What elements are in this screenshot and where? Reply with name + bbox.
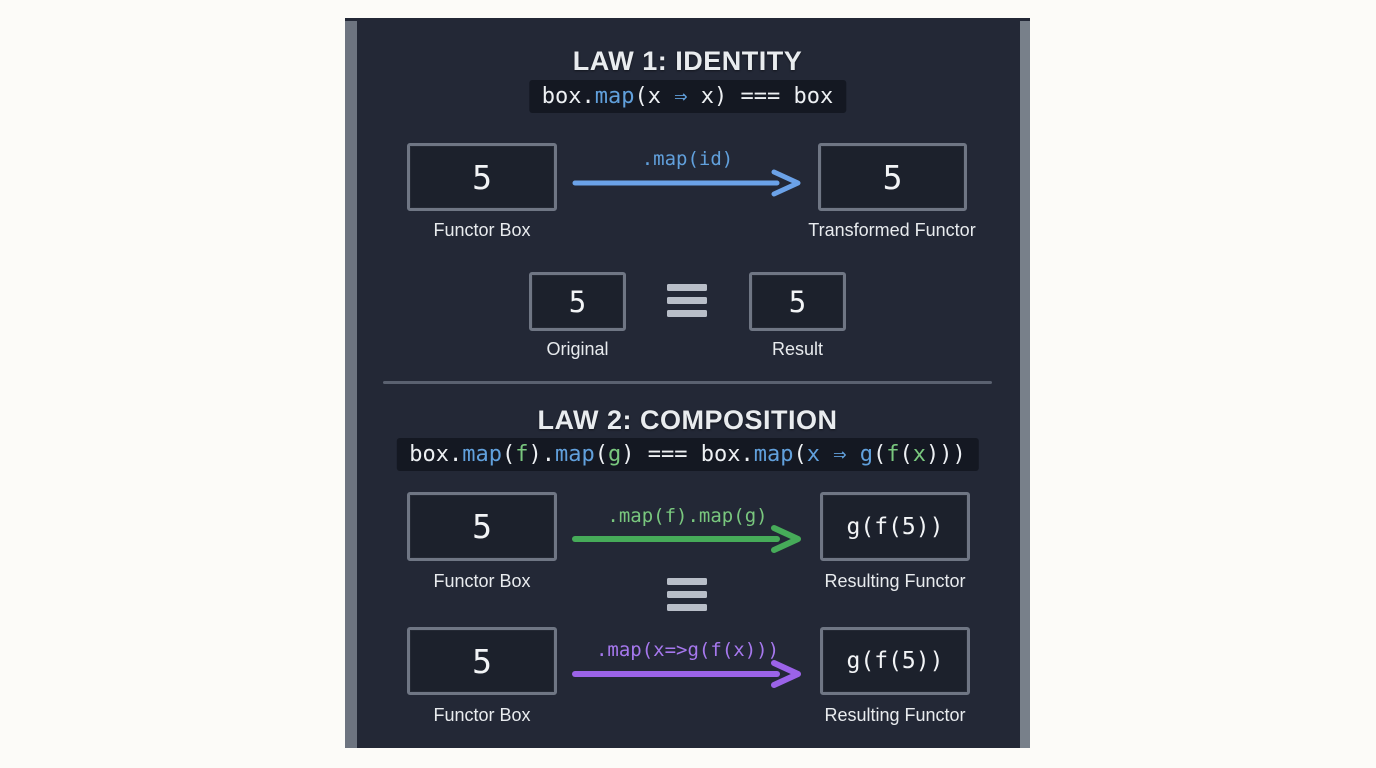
map-composed-arrow-icon (572, 658, 804, 688)
panel-left-edge (345, 21, 357, 748)
law2-top-resulting-box: g(f(5)) (820, 492, 970, 561)
law2-top-functor-box: 5 (407, 492, 557, 561)
law1-original-box: 5 (529, 272, 626, 331)
law2-bottom-resulting-box: g(f(5)) (820, 627, 970, 695)
law1-functor-box-label: Functor Box (433, 220, 531, 240)
law1-title: LAW 1: IDENTITY (572, 46, 803, 76)
map-id-arrow-icon (572, 167, 804, 197)
map-id-arrow-label: .map(id) (641, 148, 734, 170)
law1-result-box-label: Result (771, 339, 824, 359)
law1-result-box: 5 (749, 272, 846, 331)
law1-result-box-value: 5 (788, 284, 807, 319)
law2-bottom-resulting-box-value: g(f(5)) (846, 648, 944, 674)
law2-bottom-functor-box-value: 5 (472, 641, 492, 681)
law2-bottom-functor-box: 5 (407, 627, 557, 695)
equivalence-icon (667, 578, 707, 611)
law1-functor-box: 5 (407, 143, 557, 211)
law1-functor-box-value: 5 (472, 157, 492, 197)
equivalence-icon (667, 284, 707, 317)
law2-top-functor-box-value: 5 (472, 507, 492, 546)
law1-transformed-box-value: 5 (882, 157, 903, 197)
law1-original-box-label: Original (546, 339, 609, 359)
panel-right-edge (1020, 21, 1030, 748)
section-divider (383, 381, 992, 384)
map-f-map-g-arrow-icon (572, 523, 804, 553)
law2-top-resulting-box-value: g(f(5)) (846, 513, 944, 540)
map-composed-arrow-label: .map(x=>g(f(x))) (595, 639, 780, 661)
law1-original-box-value: 5 (568, 284, 587, 319)
functor-laws-panel: LAW 1: IDENTITY box.map(x ⇒ x) === box 5… (345, 18, 1030, 748)
law2-top-functor-box-label: Functor Box (433, 571, 531, 591)
law2-bottom-functor-box-label: Functor Box (433, 705, 531, 725)
law2-bottom-resulting-box-label: Resulting Functor (824, 705, 966, 725)
law2-top-resulting-box-label: Resulting Functor (824, 571, 966, 591)
law2-code-snippet: box.map(f).map(g) === box.map(x ⇒ g(f(x)… (396, 438, 979, 471)
law1-transformed-box: 5 (818, 143, 967, 211)
law1-transformed-box-label: Transformed Functor (808, 220, 976, 240)
law2-title: LAW 2: COMPOSITION (537, 405, 838, 435)
map-f-map-g-arrow-label: .map(f).map(g) (607, 505, 768, 527)
law1-code-snippet: box.map(x ⇒ x) === box (528, 80, 847, 113)
